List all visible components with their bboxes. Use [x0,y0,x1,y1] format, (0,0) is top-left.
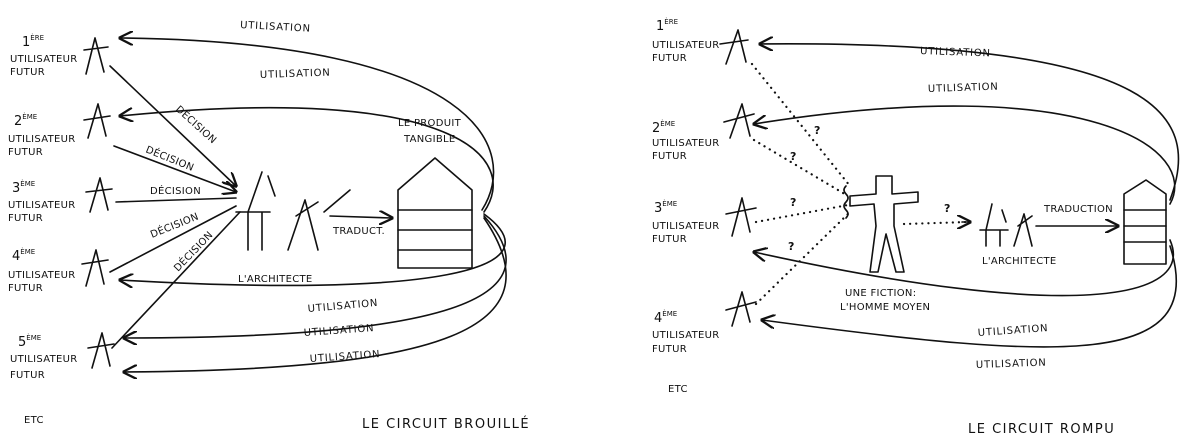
svg-text:UTILISATEUR: UTILISATEUR [8,134,76,145]
right-user-1-icon [719,29,749,65]
left-decision-arrows [109,65,241,349]
left-user-3-label: 3ÈME UTILISATEUR FUTUR [8,179,76,224]
left-decision-label-4: DÉCISION [148,210,200,241]
svg-text:FUTUR: FUTUR [10,67,45,78]
svg-text:1ÈRE: 1ÈRE [656,17,678,34]
svg-text:FUTUR: FUTUR [652,151,687,162]
right-panel: 1ÈRE UTILISATEUR FUTUR 2ÈME UTILISATEUR … [652,17,1180,437]
right-translation-label: TRADUCTION [1043,204,1113,215]
right-user-2-icon [723,103,755,139]
svg-text:2ÈME: 2ÈME [652,119,675,136]
right-question-5: ? [944,202,950,215]
left-user-2-label: 2ÈME UTILISATEUR FUTUR [8,112,76,158]
left-product-icon [397,157,473,269]
svg-text:UTILISATEUR: UTILISATEUR [652,221,720,232]
left-translation-arrow [329,216,392,218]
left-usage-label-3: UTILISATION [307,298,378,315]
svg-text:FUTUR: FUTUR [10,370,45,381]
right-product-icon [1123,179,1167,265]
right-fiction-label-2: L'HOMME MOYEN [840,302,930,313]
right-question-2: ? [790,150,796,163]
right-user-3-label: 3ÈME UTILISATEUR FUTUR [652,199,720,245]
right-usage-label-4: UTILISATION [976,358,1047,371]
right-etc-label: ETC [668,384,688,395]
right-usage-arrows [754,44,1180,348]
left-etc-label: ETC [24,415,44,426]
right-user-4-label: 4ÈME UTILISATEUR FUTUR [652,309,720,355]
right-dotted-links [750,62,970,306]
right-user-4-icon [725,291,757,327]
left-user-figures [81,37,115,369]
left-architect-icon [235,171,351,251]
svg-text:FUTUR: FUTUR [652,344,687,355]
left-usage-label-5: UTILISATION [309,349,380,365]
svg-text:3ÈME: 3ÈME [12,179,35,196]
svg-text:FUTUR: FUTUR [652,53,687,64]
svg-text:FUTUR: FUTUR [8,283,43,294]
right-title: LE CIRCUIT ROMPU [968,422,1115,437]
left-product-label-2: TANGIBLE [403,134,456,145]
svg-text:2ÈME: 2ÈME [14,112,37,129]
left-user-2-icon [83,103,111,139]
right-user-1-label: 1ÈRE UTILISATEUR FUTUR [652,17,720,64]
right-user-2-label: 2ÈME UTILISATEUR FUTUR [652,119,720,162]
left-user-1-label: 1ÈRE UTILISATEUR FUTUR [10,33,78,78]
svg-text:UTILISATEUR: UTILISATEUR [652,40,720,51]
svg-text:3ÈME: 3ÈME [654,199,677,216]
svg-text:UTILISATEUR: UTILISATEUR [652,330,720,341]
right-architect-label: L'ARCHITECTE [982,256,1057,267]
left-usage-label-1: UTILISATION [240,20,311,35]
svg-text:UTILISATEUR: UTILISATEUR [10,354,78,365]
right-user-3-icon [725,197,757,237]
left-decision-label-3: DÉCISION [150,184,201,197]
svg-text:FUTUR: FUTUR [8,147,43,158]
right-question-1: ? [814,124,820,137]
svg-text:UTILISATEUR: UTILISATEUR [8,270,76,281]
left-panel: 1ÈRE UTILISATEUR FUTUR 2ÈME UTILISATEUR … [8,20,530,432]
svg-text:UTILISATEUR: UTILISATEUR [8,200,76,211]
right-average-man-icon [849,175,919,273]
right-usage-label-2: UTILISATION [928,82,999,95]
right-architect-icon [979,203,1033,247]
svg-text:4ÈME: 4ÈME [654,309,677,326]
svg-text:4ÈME: 4ÈME [12,247,35,264]
right-question-3: ? [790,196,796,209]
left-user-3-icon [85,177,113,213]
svg-text:FUTUR: FUTUR [8,213,43,224]
left-translation-label: TRADUCT. [332,226,385,237]
left-architect-label: L'ARCHITECTE [238,274,313,285]
right-user-figures [719,29,757,327]
left-user-5-icon [87,332,115,369]
left-user-5-label: 5ÈME UTILISATEUR FUTUR [10,333,78,381]
right-question-4: ? [788,240,794,253]
svg-text:UTILISATEUR: UTILISATEUR [652,138,720,149]
right-squiggle-icon [843,185,849,219]
left-user-4-label: 4ÈME UTILISATEUR FUTUR [8,247,76,294]
left-decision-label-5: DÉCISION [171,228,216,274]
left-usage-arrows [120,38,507,372]
svg-text:UTILISATEUR: UTILISATEUR [10,54,78,65]
right-usage-label-1: UTILISATION [920,46,991,59]
svg-text:FUTUR: FUTUR [652,234,687,245]
svg-text:1ÈRE: 1ÈRE [22,33,44,50]
left-user-1-icon [83,37,109,75]
right-usage-label-3: UTILISATION [977,323,1048,339]
left-title: LE CIRCUIT BROUILLÉ [362,416,530,432]
left-usage-label-4: UTILISATION [303,323,374,339]
right-fiction-label-1: UNE FICTION: [845,288,916,299]
left-decision-label-2: DÉCISION [144,143,196,174]
left-product-label-1: LE PRODUIT [398,118,462,129]
left-user-4-icon [81,249,109,287]
svg-text:5ÈME: 5ÈME [18,333,41,350]
left-usage-label-2: UTILISATION [260,68,331,81]
